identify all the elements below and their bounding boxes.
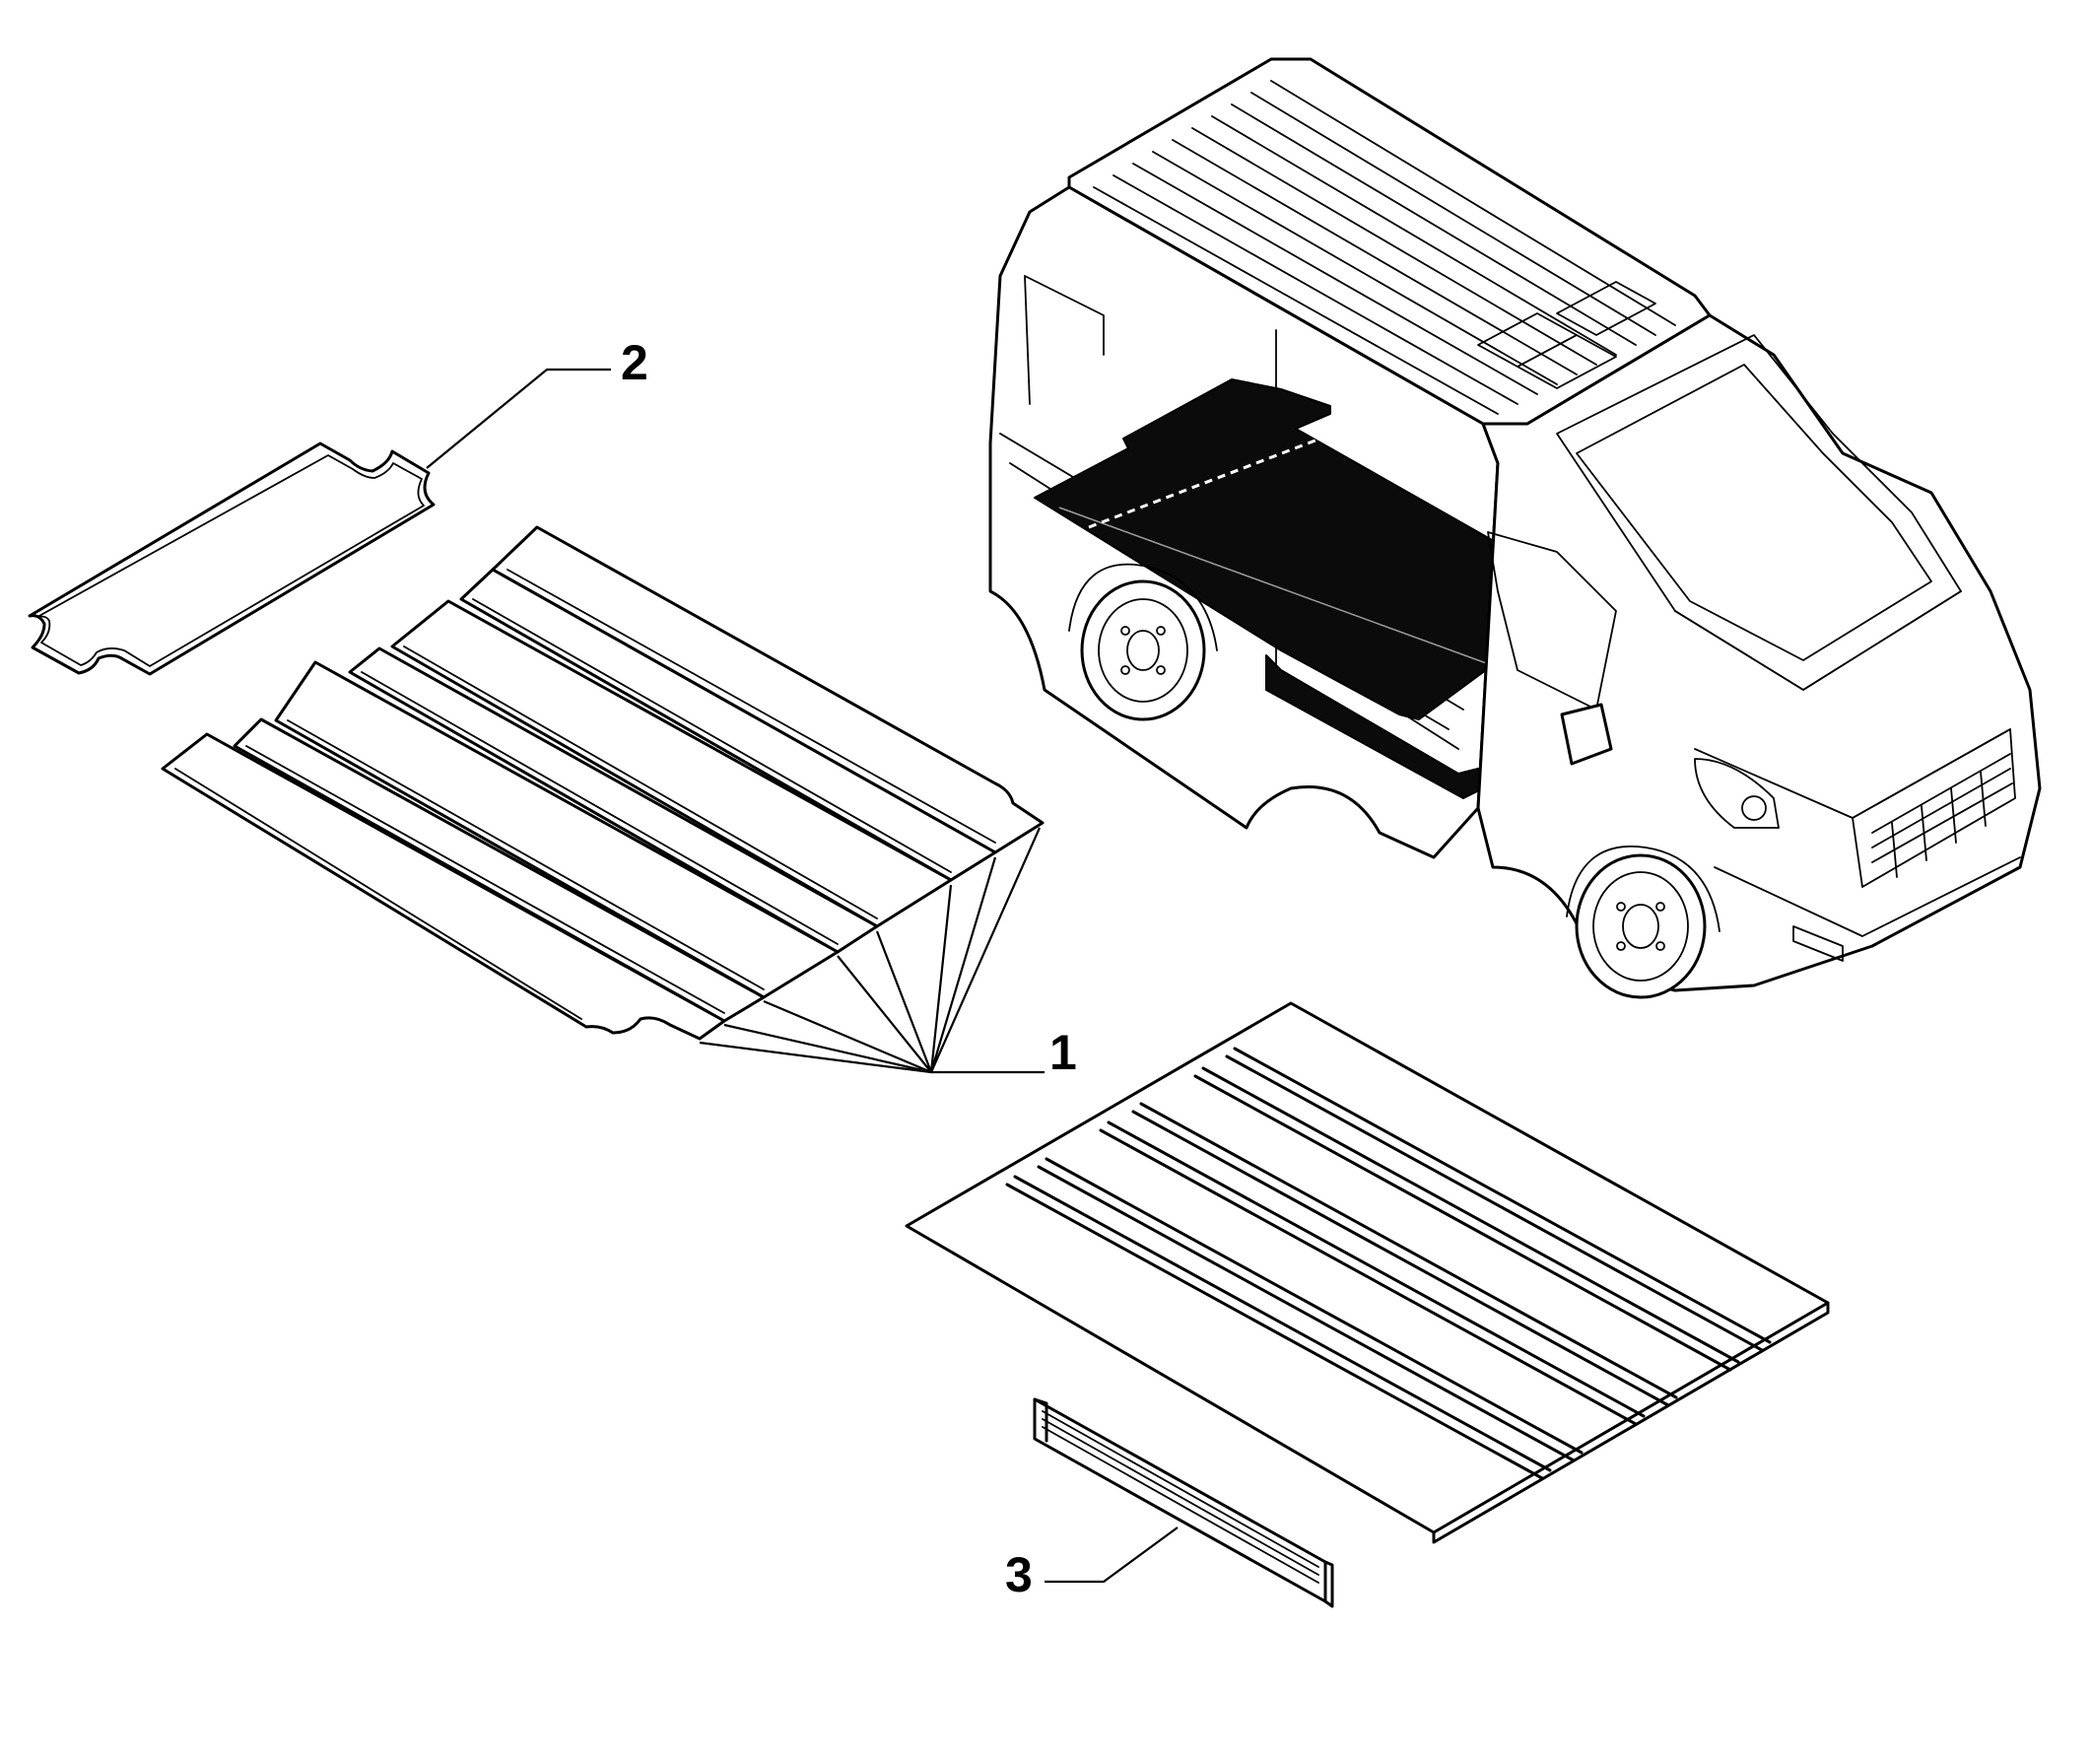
- floor-board: [905, 1001, 1830, 1544]
- part-2-leader-line: [426, 368, 611, 469]
- callout-1: 1: [1049, 1025, 1077, 1080]
- part-2-floor-panel: [28, 441, 436, 676]
- callout-3: 3: [1005, 1547, 1033, 1602]
- part-1-leader-lines: [699, 827, 1045, 1074]
- front-wheel: [1575, 853, 1707, 999]
- part-3-sill-trim: [1033, 1397, 1334, 1608]
- rear-wheel: [1080, 579, 1206, 721]
- callout-2: 2: [621, 335, 648, 390]
- part-3-leader-line: [1045, 1527, 1179, 1584]
- part-1-floor-strips: [161, 525, 1045, 1041]
- van-illustration: [988, 57, 2042, 999]
